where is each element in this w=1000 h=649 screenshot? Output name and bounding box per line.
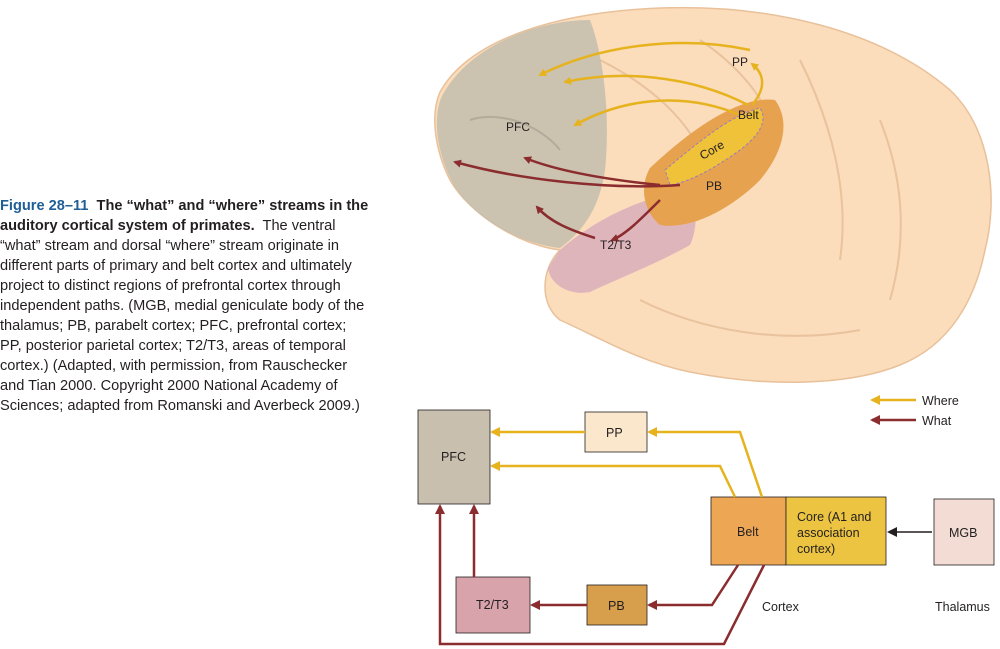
caption-body: The ventral “what” stream and dorsal “wh… (0, 218, 365, 414)
pb-box (586, 584, 648, 626)
where-arrow-3 (573, 99, 741, 127)
core-box-label-2: association (797, 526, 860, 540)
what-arrow-pb (610, 199, 661, 242)
belt-box (710, 496, 787, 566)
figure-number: Figure 28–11 (0, 198, 89, 214)
where-arrow-pp (750, 62, 764, 106)
pfc-sulcus (469, 115, 561, 151)
brain-label-belt: Belt (738, 108, 759, 122)
brain-label-pfc: PFC (506, 120, 530, 134)
core-region (664, 107, 764, 186)
t2t3-box (455, 576, 531, 634)
core-box-label-1: Core (A1 and (797, 510, 871, 524)
belt-box-label: Belt (737, 525, 759, 539)
t2t3-box-label: T2/T3 (476, 598, 509, 612)
brain-sulcus (799, 59, 844, 261)
where-arrow-1 (538, 41, 751, 77)
core-box-label-3: cortex) (797, 542, 835, 556)
brain-label-t2t3: T2/T3 (600, 238, 632, 252)
what-arrow-belt-to-pb (647, 564, 740, 610)
pfc-box-label: PFC (441, 450, 466, 464)
brain-sulcus (879, 119, 902, 301)
pb-box-label: PB (608, 599, 625, 613)
where-arrow-belt-to-pfc (490, 461, 737, 498)
brain-illustration: PFC PP Belt Core PB T2/T3 (434, 6, 992, 383)
what-arrow-3 (535, 205, 596, 240)
pp-box-label: PP (606, 426, 623, 440)
mgb-box (933, 498, 995, 566)
thalamus-label: Thalamus (935, 600, 990, 614)
core-box (785, 496, 887, 566)
legend-what-label: What (922, 414, 952, 428)
brain-label-pp: PP (732, 55, 748, 69)
brain-label-pb: PB (706, 179, 722, 193)
cortex-label: Cortex (762, 600, 800, 614)
what-arrow-2 (523, 156, 661, 187)
mgb-box-label: MGB (949, 526, 977, 540)
pfc-box (417, 409, 491, 505)
what-arrow-belt-to-pfc (435, 504, 766, 646)
pp-box (584, 411, 648, 453)
brain-sulcus (639, 299, 861, 337)
figure-caption: Figure 28–11 The “what” and “where” stre… (0, 196, 372, 416)
where-arrow-belt-to-pp (647, 427, 764, 498)
caption-title: The “what” and “where” streams in the au… (0, 198, 369, 234)
what-arrow-1 (453, 159, 681, 188)
where-arrow-2 (563, 74, 749, 107)
pfc-region (436, 20, 607, 248)
